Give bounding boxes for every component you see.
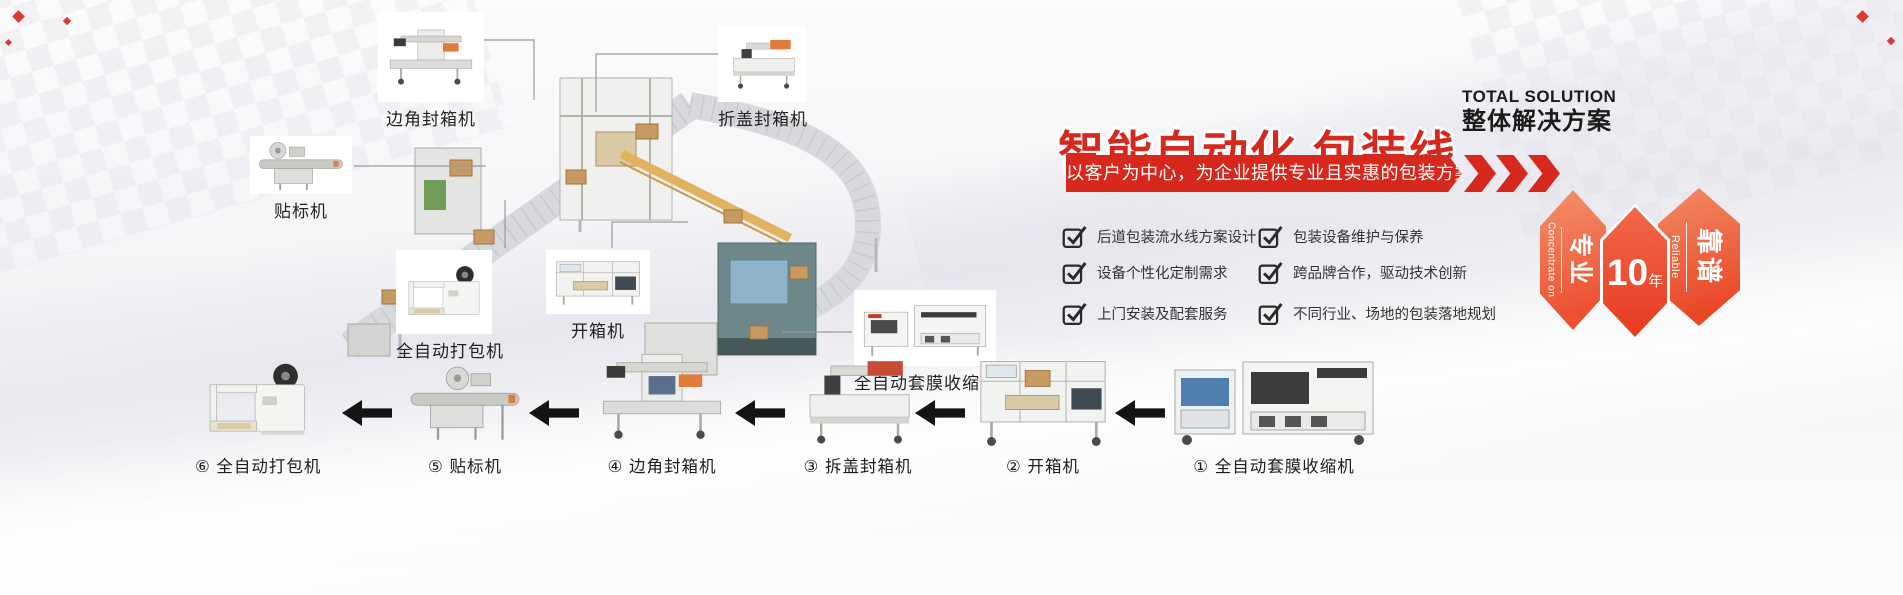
badge-hex-years-inner: 10 年 [1603, 207, 1667, 337]
machine-label: 全自动套膜收缩机 [854, 374, 998, 393]
strapper-machine-image [396, 250, 492, 334]
process-step-label: ② 开箱机 [968, 453, 1118, 477]
checkbox-icon [1062, 262, 1087, 285]
badge-hex-professional: Concentrate on 专业 [1540, 190, 1606, 330]
step-name: 全自动打包机 [216, 458, 322, 476]
flap-sealer-machine-image [788, 342, 928, 448]
hero-subtitle-en: TOTAL SOLUTION [1462, 87, 1617, 106]
process-step-shrink-wrapper: ① 全自动套膜收缩机 [1164, 342, 1384, 477]
step-number: ① [1193, 458, 1210, 476]
slogan-ribbon: 以客户为中心，为企业提供专业且实惠的包装方案 [1066, 155, 1462, 192]
badge-hex-reliable: Reliable 靠谱 [1658, 188, 1740, 326]
checklist-item: 设备个性化定制需求 [1062, 260, 1228, 285]
step-number: ⑤ [428, 458, 444, 476]
machine-label: 开箱机 [571, 322, 625, 341]
process-step-label: ③ 拆盖封箱机 [788, 453, 928, 477]
process-step-label: ④ 边角封箱机 [592, 453, 732, 477]
step-name: 贴标机 [449, 458, 502, 476]
badge-years-unit: 年 [1648, 272, 1664, 290]
callout-flap-sealer: 折盖封箱机 [718, 26, 808, 130]
step-number: ④ [607, 458, 624, 476]
case-erector-machine-image [968, 342, 1118, 448]
years-badge: Concentrate on 专业 Reliable 靠谱 10 年 [1540, 188, 1742, 340]
checklist-item: 不同行业、场地的包装落地规划 [1258, 301, 1496, 326]
badge-right-en: Reliable [1669, 235, 1681, 279]
hero-subtitle: TOTAL SOLUTION 整体解决方案 [1462, 87, 1617, 135]
callout-labeler: 贴标机 [250, 136, 352, 222]
machine-label: 折盖封箱机 [718, 110, 808, 129]
process-step-labeler: ⑤ 贴标机 [402, 342, 528, 477]
checkbox-icon [1062, 226, 1087, 249]
checkbox-icon [1062, 303, 1087, 326]
callout-strapper: 全自动打包机 [396, 250, 504, 362]
checklist-item-label: 跨品牌合作，驱动技术创新 [1293, 266, 1467, 282]
corner-sealer-machine-image [592, 342, 732, 448]
badge-right-cn: 靠谱 [1694, 227, 1724, 286]
checklist-item-label: 设备个性化定制需求 [1097, 266, 1228, 282]
process-step-corner-sealer: ④ 边角封箱机 [592, 342, 732, 477]
checkbox-icon [1258, 262, 1283, 285]
machine-label: 贴标机 [274, 202, 328, 221]
badge-years-number: 10 [1606, 251, 1649, 293]
shrink-wrapper-machine-image [854, 290, 996, 366]
badge-divider [1560, 227, 1562, 293]
checklist-item: 后道包装流水线方案设计 [1062, 224, 1257, 249]
corner-sealer-machine-image [378, 12, 484, 102]
shrink-wrapper-machine-image [1164, 342, 1384, 448]
process-step-label: ① 全自动套膜收缩机 [1164, 453, 1384, 477]
checklist-item: 包装设备维护与保养 [1258, 224, 1424, 249]
step-number: ⑥ [195, 458, 211, 476]
strapper-machine-image [195, 342, 321, 448]
machine-label: 全自动打包机 [396, 342, 504, 361]
step-number: ② [1006, 458, 1022, 476]
case-erector-machine-image [546, 250, 650, 314]
checklist-item-label: 包装设备维护与保养 [1293, 230, 1424, 246]
process-step-case-erector: ② 开箱机 [968, 342, 1118, 477]
process-step-flap-sealer: ③ 拆盖封箱机 [788, 342, 928, 477]
machine-label: 边角封箱机 [386, 110, 476, 129]
step-name: 拆盖封箱机 [824, 458, 913, 476]
checklist-item: 上门安装及配套服务 [1062, 301, 1228, 326]
checklist-item: 跨品牌合作，驱动技术创新 [1258, 260, 1467, 285]
badge-left-en: Concentrate on [1545, 222, 1557, 298]
process-step-label: ⑥ 全自动打包机 [195, 453, 321, 477]
step-name: 边角封箱机 [628, 458, 717, 476]
checklist-item-label: 后道包装流水线方案设计 [1097, 230, 1257, 246]
process-step-strapper: ⑥ 全自动打包机 [195, 342, 321, 477]
step-number: ③ [803, 458, 820, 476]
labeler-machine-image [250, 136, 352, 194]
callout-case-erector: 开箱机 [546, 250, 650, 342]
badge-divider [1686, 222, 1687, 292]
hero-subtitle-cn: 整体解决方案 [1462, 107, 1612, 135]
checklist-item-label: 不同行业、场地的包装落地规划 [1293, 307, 1496, 323]
checkbox-icon [1258, 226, 1283, 249]
checklist-item-label: 上门安装及配套服务 [1097, 307, 1228, 323]
labeler-machine-image [402, 342, 528, 448]
process-step-label: ⑤ 贴标机 [402, 453, 528, 477]
step-name: 全自动套膜收缩机 [1214, 458, 1355, 476]
flap-sealer-machine-image [718, 26, 806, 102]
step-name: 开箱机 [1027, 458, 1080, 476]
checkbox-icon [1258, 303, 1283, 326]
callout-corner-sealer: 边角封箱机 [378, 12, 484, 130]
callout-shrink-wrapper: 全自动套膜收缩机 [854, 290, 998, 394]
badge-left-cn: 专业 [1566, 233, 1594, 287]
